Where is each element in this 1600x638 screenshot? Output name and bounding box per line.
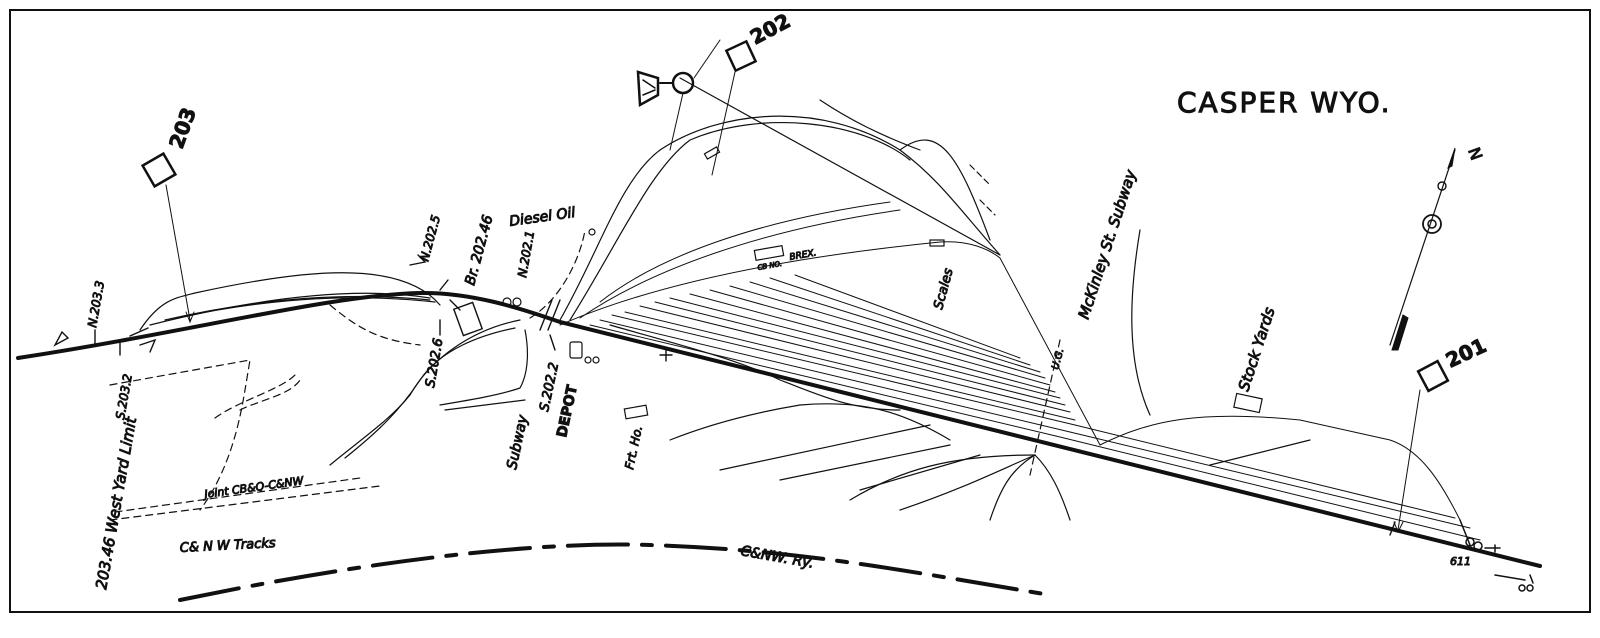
s2022-label: S.202.2 <box>537 361 562 413</box>
cnw-ry-label: C&NW. Ry. <box>739 543 815 572</box>
north-label: N <box>1464 145 1486 163</box>
n2025-label: N.202.5 <box>417 214 443 263</box>
n2021-label: N.202.1 <box>515 230 537 279</box>
cnw-tracks-label: C& N W Tracks <box>179 536 276 556</box>
ug-label: U.G. <box>1050 347 1066 371</box>
subway-label: Subway <box>504 413 531 471</box>
stock-yards-tracks <box>1131 229 1311 466</box>
signal-203-label: 203 <box>164 104 201 151</box>
north-branch <box>559 77 1001 321</box>
diesel-oil-label: Diesel Oil <box>508 205 576 230</box>
depot-building <box>569 341 583 359</box>
west-yard-limit-label: 203.46 West Yard Limit <box>92 415 140 591</box>
main-line <box>16 290 1542 568</box>
brex-label: BREX. <box>789 248 817 263</box>
n2033-label: N.203.3 <box>85 280 107 329</box>
mckinley-label: McKinley St. Subway <box>1075 167 1141 322</box>
depot-label: DEPOT <box>554 383 581 439</box>
signal-201-label: 201 <box>1442 333 1490 372</box>
cb-no-label: CB NO. <box>757 260 783 272</box>
dashed-tracks <box>109 229 1061 521</box>
frt-ho-label: Frt. Ho. <box>622 424 645 470</box>
map-title: CASPER WYO. <box>1177 86 1391 119</box>
scales-label: Scales <box>931 267 956 311</box>
north-sidings <box>139 272 441 331</box>
cnw-railway-line <box>178 542 1052 602</box>
s2032-label: S.203.2 <box>113 373 135 421</box>
switch-marks <box>53 254 1396 536</box>
east-end-switch <box>1459 519 1534 592</box>
signal-201 <box>1393 359 1450 534</box>
s2026-label: S.202.6 <box>423 337 446 388</box>
yard-tracks <box>559 201 1481 541</box>
south-tracks <box>329 319 1071 521</box>
six-eleven-label: 611 <box>1450 555 1471 568</box>
signal-203 <box>140 151 195 324</box>
map-border <box>9 9 1591 613</box>
signal-202-label: 202 <box>746 9 794 50</box>
stock-yards-label: Stock Yards <box>1235 305 1279 393</box>
signal-202 <box>636 39 758 176</box>
br20246-label: Br. 202.46 <box>462 213 496 287</box>
north-arrow <box>1389 147 1456 351</box>
buildings <box>502 146 945 420</box>
